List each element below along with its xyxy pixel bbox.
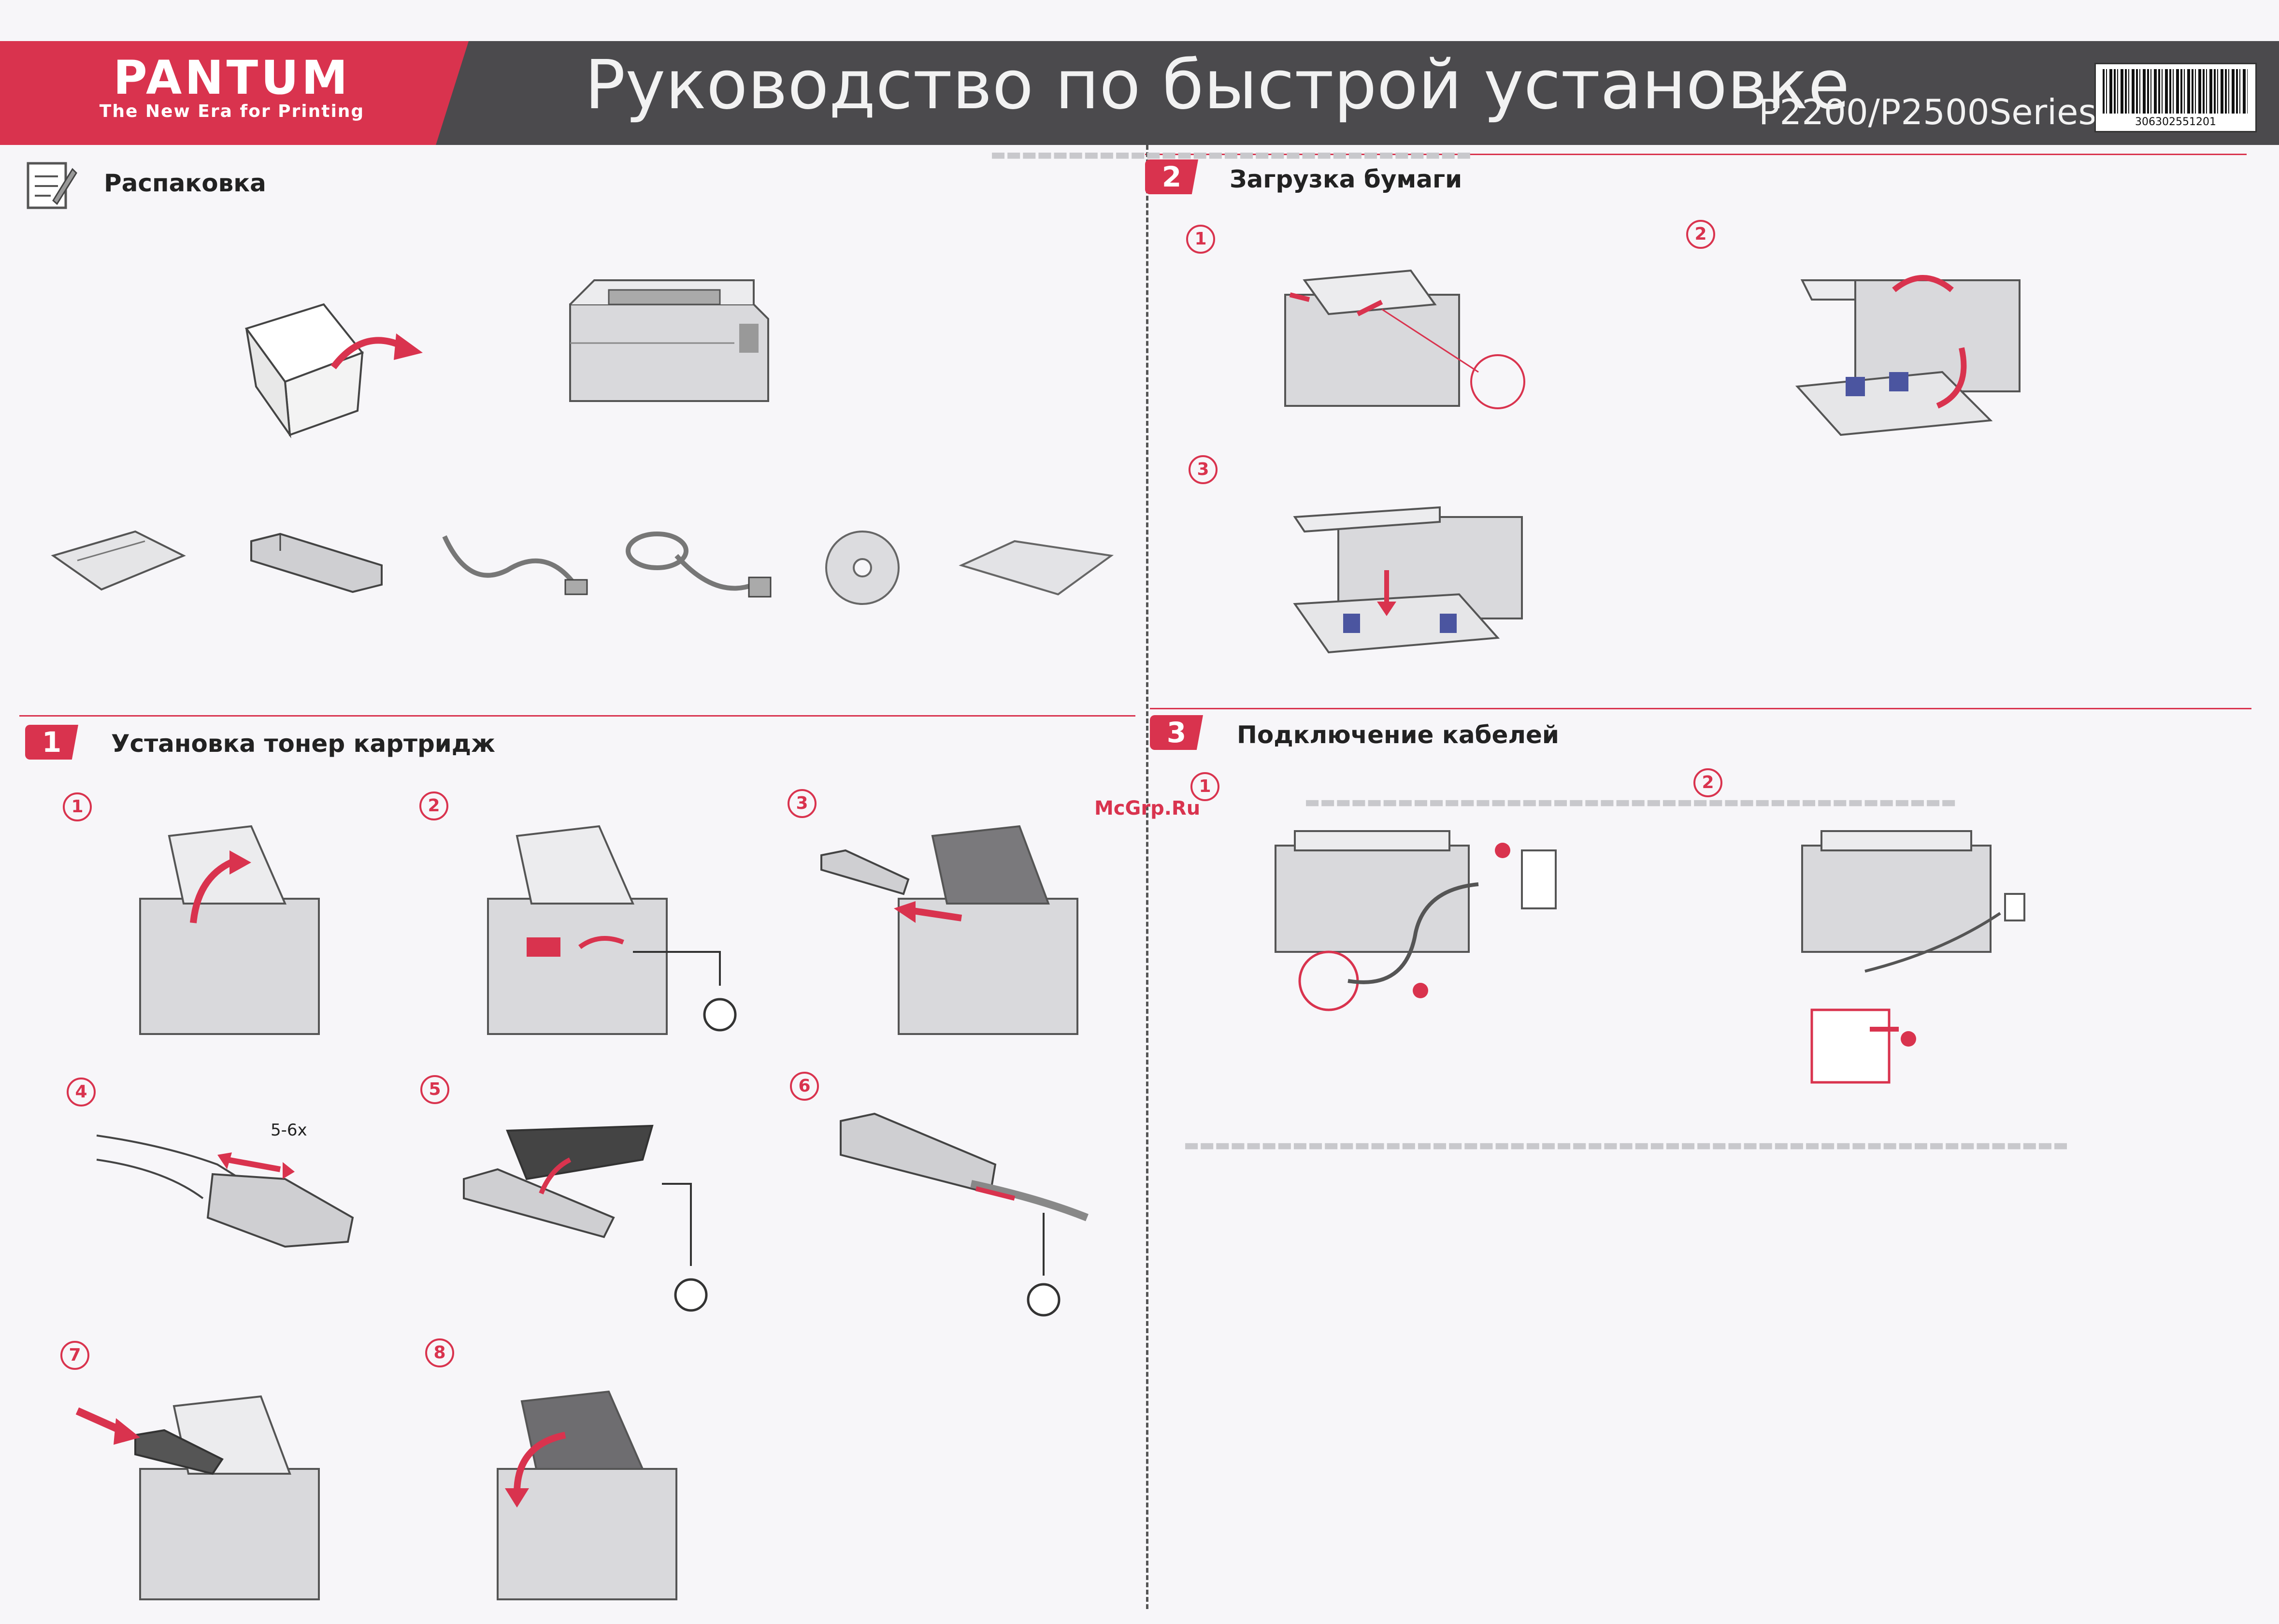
barcode-number: 306302551201 xyxy=(2135,116,2216,128)
cd-illustration xyxy=(825,531,900,605)
bag-illustration xyxy=(959,540,1114,596)
divider-mid-left xyxy=(19,715,1135,717)
brand-tagline: The New Era for Printing xyxy=(99,101,365,121)
box-illustration xyxy=(244,303,423,439)
power-connection-illustration xyxy=(1275,830,1557,1011)
paper-step-2: 2 xyxy=(1686,220,1715,249)
printer-load-paper-illustration xyxy=(1795,275,2021,436)
toner-step-6: 6 xyxy=(790,1072,819,1101)
bleed-text: ▬▬▬▬▬▬▬▬▬▬▬▬▬▬▬▬▬▬▬▬▬▬▬▬▬▬▬▬▬▬▬▬▬▬▬▬▬▬▬▬… xyxy=(1304,792,1957,812)
cables-step-1: 1 xyxy=(1190,772,1219,801)
shake-label: 5-6x xyxy=(271,1121,307,1140)
brand-block xyxy=(0,41,469,145)
paper-step-1: 1 xyxy=(1186,225,1215,254)
toner-step-7: 7 xyxy=(60,1341,89,1370)
insert-toner-illustration xyxy=(75,1395,320,1600)
unpack-icon xyxy=(27,162,77,209)
brand-logo: PANTUM xyxy=(113,51,351,105)
usb-connection-illustration xyxy=(1801,830,2025,1084)
toner-step-5: 5 xyxy=(420,1075,449,1104)
page-title: Руководство по быстрой установке xyxy=(585,46,1850,125)
section-title-paper: Загрузка бумаги xyxy=(1230,165,1462,193)
toner-step-1: 1 xyxy=(63,792,92,821)
series-label: P2200/P2500Series xyxy=(1759,92,2096,132)
paper-step-3: 3 xyxy=(1189,455,1218,484)
barcode-bars xyxy=(2103,69,2248,114)
bleed-text: ▬▬▬▬▬▬▬▬▬▬▬▬▬▬▬▬▬▬▬▬▬▬▬▬▬▬▬▬▬▬▬▬▬▬▬▬▬▬▬▬… xyxy=(1184,1135,2069,1155)
remove-strip-illustration xyxy=(840,1112,1089,1317)
printer-insert-toner-illustration xyxy=(820,825,1078,1035)
section-badge-paper: 2 xyxy=(1145,159,1198,194)
shake-toner-illustration: 5-6x xyxy=(96,1121,354,1248)
section-title-cables: Подключение кабелей xyxy=(1237,721,1559,749)
divider-top-right xyxy=(1145,154,2247,155)
printer-remove-tape-illustration xyxy=(487,825,737,1035)
section-title-unpacking: Распаковка xyxy=(104,169,266,197)
close-lid-illustration xyxy=(497,1390,677,1600)
printer-lid-open-illustration xyxy=(139,825,320,1035)
watermark: McGrp.Ru xyxy=(1094,797,1201,819)
power-cable-illustration xyxy=(626,532,772,598)
toner-step-4: 4 xyxy=(67,1078,96,1107)
cables-step-2: 2 xyxy=(1693,768,1722,797)
divider-mid-right xyxy=(1150,708,2251,709)
paper-tray-illustration xyxy=(51,530,186,591)
section-title-toner: Установка тонер картридж xyxy=(111,730,495,758)
printer-illustration xyxy=(569,279,769,402)
fold-line xyxy=(1146,145,1148,1609)
toner-step-3: 3 xyxy=(788,789,817,818)
remove-seal-illustration xyxy=(463,1124,708,1312)
toner-step-8: 8 xyxy=(425,1338,454,1367)
toner-cartridge-illustration xyxy=(250,532,383,593)
usb-cable-illustration xyxy=(442,535,588,595)
section-badge-cables: 3 xyxy=(1150,715,1203,750)
bleed-text: ▬▬▬▬▬▬▬▬▬▬▬▬▬▬▬▬▬▬▬▬▬▬▬▬▬▬▬▬▬▬▬ xyxy=(990,145,1472,164)
toner-step-2: 2 xyxy=(419,791,448,820)
barcode: 306302551201 xyxy=(2094,63,2257,132)
section-badge-toner: 1 xyxy=(25,725,78,760)
printer-paper-loaded-illustration xyxy=(1293,506,1523,654)
printer-open-tray-illustration xyxy=(1284,269,1525,409)
